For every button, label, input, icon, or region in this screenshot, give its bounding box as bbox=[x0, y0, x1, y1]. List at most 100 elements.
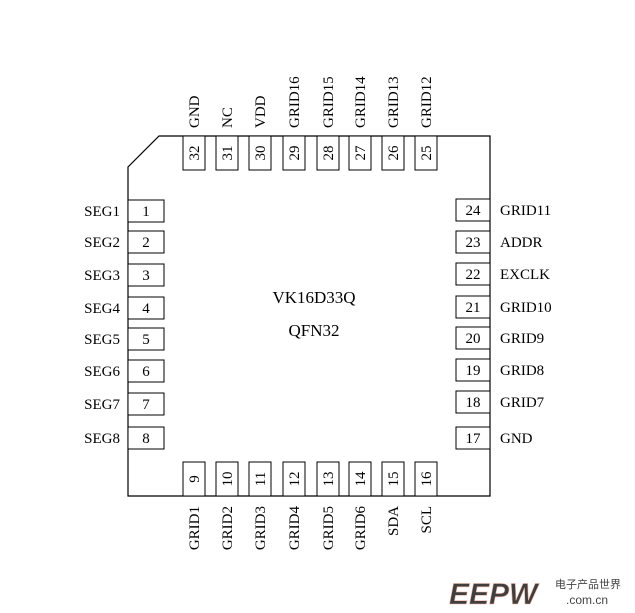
package-outline bbox=[127, 135, 491, 497]
pin-number-31: 31 bbox=[220, 146, 236, 161]
pin-box-29 bbox=[282, 135, 306, 171]
pin-label-seg4-4: SEG4 bbox=[84, 301, 120, 317]
pin-box-11 bbox=[248, 461, 272, 497]
pin-label-seg8-8: SEG8 bbox=[84, 431, 120, 447]
pin-label-seg6-6: SEG6 bbox=[84, 364, 120, 380]
pin-box-19 bbox=[455, 358, 491, 382]
pin-number-24: 24 bbox=[466, 203, 482, 219]
pin-label-gnd-32: GND bbox=[187, 95, 203, 128]
pin-number-4: 4 bbox=[142, 301, 150, 317]
pin-number-12: 12 bbox=[287, 472, 303, 487]
pin-box-21 bbox=[455, 295, 491, 319]
pin-number-16: 16 bbox=[419, 471, 435, 487]
pin-label-grid8-19: GRID8 bbox=[500, 363, 544, 379]
pin-box-32 bbox=[182, 135, 206, 171]
pin-number-8: 8 bbox=[142, 431, 150, 447]
pin-box-16 bbox=[414, 461, 438, 497]
pin-label-grid16-29: GRID16 bbox=[287, 76, 303, 128]
watermark-logo: EEPW bbox=[449, 578, 540, 611]
pin-number-30: 30 bbox=[253, 146, 269, 161]
pin-label-grid11-24: GRID11 bbox=[500, 203, 551, 219]
pin-label-seg7-7: SEG7 bbox=[84, 397, 120, 413]
pin-label-grid10-21: GRID10 bbox=[500, 300, 552, 316]
pin-label-grid7-18: GRID7 bbox=[500, 395, 545, 411]
pin-label-gnd-17: GND bbox=[500, 431, 533, 447]
pin-label-nc-31: NC bbox=[220, 107, 236, 128]
pin-box-24 bbox=[455, 198, 491, 222]
pin-box-4 bbox=[127, 296, 165, 320]
pin-box-5 bbox=[127, 327, 165, 351]
pin-label-grid15-28: GRID15 bbox=[321, 76, 337, 128]
pin-number-11: 11 bbox=[253, 472, 269, 486]
pin-number-22: 22 bbox=[466, 267, 481, 283]
pin-label-seg2-2: SEG2 bbox=[84, 235, 120, 251]
pin-label-vdd-30: VDD bbox=[253, 95, 269, 128]
pin-number-23: 23 bbox=[466, 235, 481, 251]
pin-box-14 bbox=[348, 461, 372, 497]
package-name: QFN32 bbox=[288, 321, 339, 340]
pin-number-29: 29 bbox=[287, 146, 303, 161]
pin-box-28 bbox=[316, 135, 340, 171]
pin-label-grid9-20: GRID9 bbox=[500, 331, 544, 347]
pin-number-2: 2 bbox=[142, 235, 150, 251]
pin-label-seg1-1: SEG1 bbox=[84, 204, 120, 220]
pin-number-20: 20 bbox=[466, 331, 481, 347]
pin-box-2 bbox=[127, 230, 165, 254]
pin-number-14: 14 bbox=[353, 471, 369, 487]
chip-name: VK16D33Q bbox=[272, 288, 355, 307]
pin-box-12 bbox=[282, 461, 306, 497]
pin-label-grid14-27: GRID14 bbox=[353, 76, 369, 128]
pin-number-6: 6 bbox=[142, 364, 150, 380]
pin-box-8 bbox=[127, 426, 165, 450]
pin-box-31 bbox=[215, 135, 239, 171]
pin-label-exclk-22: EXCLK bbox=[500, 267, 550, 283]
pin-label-grid3-11: GRID3 bbox=[253, 506, 269, 550]
pin-label-grid13-26: GRID13 bbox=[386, 76, 402, 128]
watermark-tagline: 电子产品世界 bbox=[555, 577, 621, 591]
pin-label-grid5-13: GRID5 bbox=[321, 506, 337, 550]
pin-box-13 bbox=[316, 461, 340, 497]
pin-label-grid12-25: GRID12 bbox=[419, 76, 435, 128]
pin-label-grid6-14: GRID6 bbox=[353, 506, 369, 551]
pin-number-25: 25 bbox=[419, 146, 435, 161]
pin-label-seg5-5: SEG5 bbox=[84, 332, 120, 348]
pin-box-9 bbox=[182, 461, 206, 497]
pin-label-grid4-12: GRID4 bbox=[287, 506, 303, 551]
pin-box-23 bbox=[455, 230, 491, 254]
pin-number-13: 13 bbox=[321, 472, 337, 487]
pin-number-21: 21 bbox=[466, 300, 481, 316]
pin-box-25 bbox=[414, 135, 438, 171]
pin-box-26 bbox=[381, 135, 405, 171]
pin-box-1 bbox=[127, 199, 165, 223]
pin-box-20 bbox=[455, 326, 491, 350]
pin-number-9: 9 bbox=[187, 475, 203, 483]
eepw-watermark: EEPW 电子产品世界 .com.cn bbox=[449, 577, 621, 611]
pin-number-5: 5 bbox=[142, 332, 150, 348]
pin-number-18: 18 bbox=[466, 395, 481, 411]
pin-number-1: 1 bbox=[142, 204, 150, 220]
pin-number-32: 32 bbox=[187, 146, 203, 161]
pin-box-7 bbox=[127, 392, 165, 416]
pin-box-6 bbox=[127, 359, 165, 383]
pin-number-27: 27 bbox=[353, 145, 369, 161]
pin-box-22 bbox=[455, 262, 491, 286]
pin-box-17 bbox=[455, 426, 491, 450]
pins-layer: 1SEG12SEG23SEG34SEG45SEG56SEG67SEG78SEG8… bbox=[84, 76, 552, 550]
pin-label-sda-15: SDA bbox=[386, 506, 402, 536]
pin-number-19: 19 bbox=[466, 363, 481, 379]
pin-box-30 bbox=[248, 135, 272, 171]
pin-label-grid1-9: GRID1 bbox=[187, 506, 203, 550]
pin-box-10 bbox=[215, 461, 239, 497]
pin-number-7: 7 bbox=[142, 397, 150, 413]
pin-number-26: 26 bbox=[386, 145, 402, 161]
pin-label-scl-16: SCL bbox=[419, 506, 435, 534]
pin-number-15: 15 bbox=[386, 472, 402, 487]
pin-box-18 bbox=[455, 390, 491, 414]
pin-label-grid2-10: GRID2 bbox=[220, 506, 236, 550]
pin-box-15 bbox=[381, 461, 405, 497]
watermark-url: .com.cn bbox=[566, 593, 608, 607]
pin-label-seg3-3: SEG3 bbox=[84, 268, 120, 284]
pin-box-27 bbox=[348, 135, 372, 171]
